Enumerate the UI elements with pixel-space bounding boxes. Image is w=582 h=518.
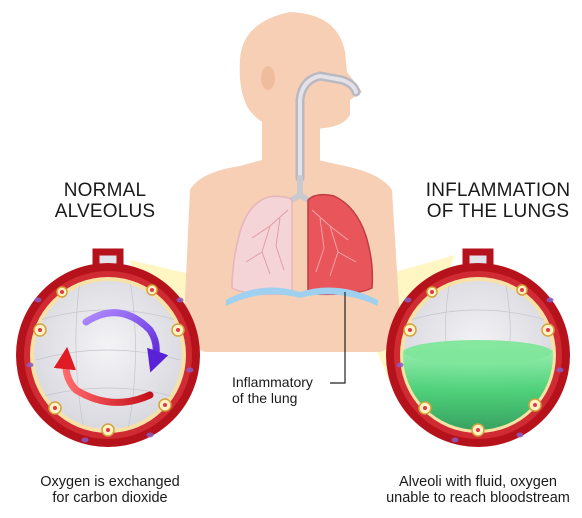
inflamed-caption-line2: unable to reach bloodstream	[380, 490, 576, 506]
inflamed-title-line2: OF THE LUNGS	[418, 201, 578, 222]
normal-caption-line2: for carbon dioxide	[20, 490, 200, 506]
inflamed-caption: Alveoli with fluid, oxygen unable to rea…	[380, 474, 576, 506]
normal-caption: Oxygen is exchanged for carbon dioxide	[20, 474, 200, 506]
normal-title-line2: ALVEOLUS	[45, 201, 165, 222]
pointer-line1: Inflammatory	[232, 375, 313, 391]
inflamed-caption-line1: Alveoli with fluid, oxygen	[380, 474, 576, 490]
inflammation-title: INFLAMMATION OF THE LUNGS	[418, 180, 578, 223]
normal-alveolus-title: NORMAL ALVEOLUS	[45, 180, 165, 223]
inflamed-title-line1: INFLAMMATION	[418, 180, 578, 201]
pointer-label: Inflammatory of the lung	[232, 375, 313, 406]
normal-title-line1: NORMAL	[45, 180, 165, 201]
normal-caption-line1: Oxygen is exchanged	[20, 474, 200, 490]
pointer-line2: of the lung	[232, 391, 313, 407]
